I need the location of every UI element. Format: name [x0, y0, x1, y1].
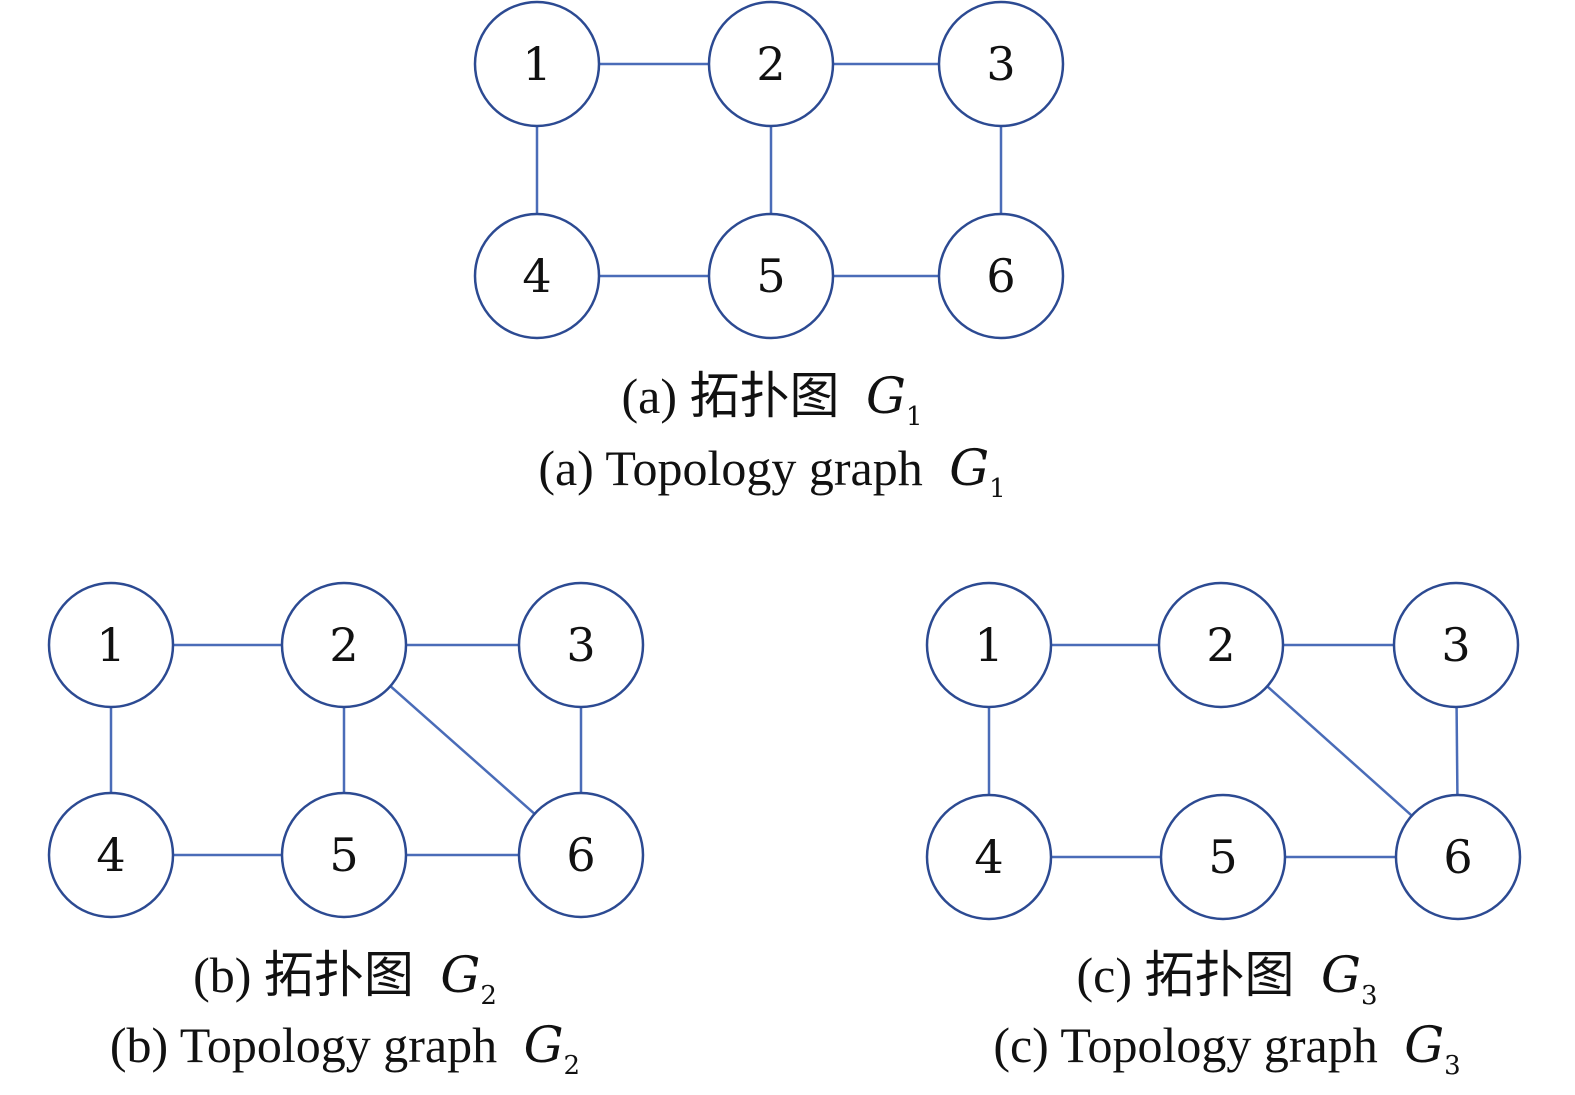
g1-node-2: 2: [707, 0, 835, 128]
graph-g3-nodes: 1 2 3 4 5 6: [925, 581, 1522, 921]
g1-node-5-circle: [707, 212, 835, 340]
g2-node-6-label: 6: [566, 828, 595, 882]
g1-node-3: 3: [937, 0, 1065, 128]
g1-node-6-circle: [937, 212, 1065, 340]
g1-node-5-label: 5: [756, 249, 785, 303]
graph-g3: 1 2 3 4 5 6 (c) 拓扑图 G3 (c) Topology graph G3: [925, 581, 1522, 1081]
g3-node-4-label: 4: [974, 830, 1003, 884]
g2-node-5-circle: [280, 791, 408, 919]
graph-g1-caption-en: (a) Topology graph G1: [538, 439, 1005, 504]
g1-node-4-label: 4: [522, 249, 551, 303]
graph-g3-caption-en: (c) Topology graph G3: [993, 1016, 1460, 1081]
g1-node-4-circle: [473, 212, 601, 340]
g1-node-6: 6: [937, 212, 1065, 340]
graph-g2-caption-cn: (b) 拓扑图 G2: [193, 946, 497, 1011]
graph-g1: 1 2 3 4 5 6 (a) 拓扑图 G1 (a) Topology graph G1: [473, 0, 1065, 504]
g1-node-6-label: 6: [986, 249, 1015, 303]
g2-node-4: 4: [47, 791, 175, 919]
g2-node-5-label: 5: [329, 828, 358, 882]
g2-node-3: 3: [517, 581, 645, 709]
graph-g2-nodes: 1 2 3 4 5 6: [47, 581, 645, 919]
g2-node-5: 5: [280, 791, 408, 919]
g3-node-5-label: 5: [1208, 830, 1237, 884]
g2-node-4-circle: [47, 791, 175, 919]
g3-node-2-circle: [1157, 581, 1285, 709]
g3-node-6-circle: [1394, 793, 1522, 921]
g1-node-4: 4: [473, 212, 601, 340]
g3-node-2: 2: [1157, 581, 1285, 709]
g3-node-5-circle: [1159, 793, 1287, 921]
g2-node-2-circle: [280, 581, 408, 709]
g3-node-1-label: 1: [974, 618, 1003, 672]
g1-node-3-label: 3: [986, 37, 1015, 91]
g1-node-1: 1: [473, 0, 601, 128]
graph-g2-caption-en: (b) Topology graph G2: [110, 1016, 580, 1081]
g2-node-3-circle: [517, 581, 645, 709]
g1-node-5: 5: [707, 212, 835, 340]
g2-node-1-circle: [47, 581, 175, 709]
g3-node-2-label: 2: [1206, 618, 1235, 672]
g3-node-6: 6: [1394, 793, 1522, 921]
g1-node-1-circle: [473, 0, 601, 128]
g1-node-2-circle: [707, 0, 835, 128]
g3-node-1-circle: [925, 581, 1053, 709]
g2-node-6-circle: [517, 791, 645, 919]
g2-node-3-label: 3: [566, 618, 595, 672]
g2-node-4-label: 4: [96, 828, 125, 882]
g1-node-2-label: 2: [756, 37, 785, 91]
g3-node-6-label: 6: [1443, 830, 1472, 884]
g2-node-6: 6: [517, 791, 645, 919]
graph-g2: 1 2 3 4 5 6 (b) 拓扑图 G2 (b) Topology graph G2: [47, 581, 645, 1081]
g2-node-2: 2: [280, 581, 408, 709]
g2-node-1-label: 1: [96, 618, 125, 672]
g3-node-3-label: 3: [1441, 618, 1470, 672]
g3-node-1: 1: [925, 581, 1053, 709]
g3-node-3: 3: [1392, 581, 1520, 709]
g3-node-5: 5: [1159, 793, 1287, 921]
g2-node-1: 1: [47, 581, 175, 709]
g1-node-1-label: 1: [522, 37, 551, 91]
g2-node-2-label: 2: [329, 618, 358, 672]
graph-g1-nodes: 1 2 3 4 5 6: [473, 0, 1065, 340]
g3-node-3-circle: [1392, 581, 1520, 709]
graph-g1-caption-cn: (a) 拓扑图 G1: [622, 367, 923, 432]
g3-node-4: 4: [925, 793, 1053, 921]
g3-node-4-circle: [925, 793, 1053, 921]
g1-node-3-circle: [937, 0, 1065, 128]
graph-g3-caption-cn: (c) 拓扑图 G3: [1077, 946, 1378, 1011]
